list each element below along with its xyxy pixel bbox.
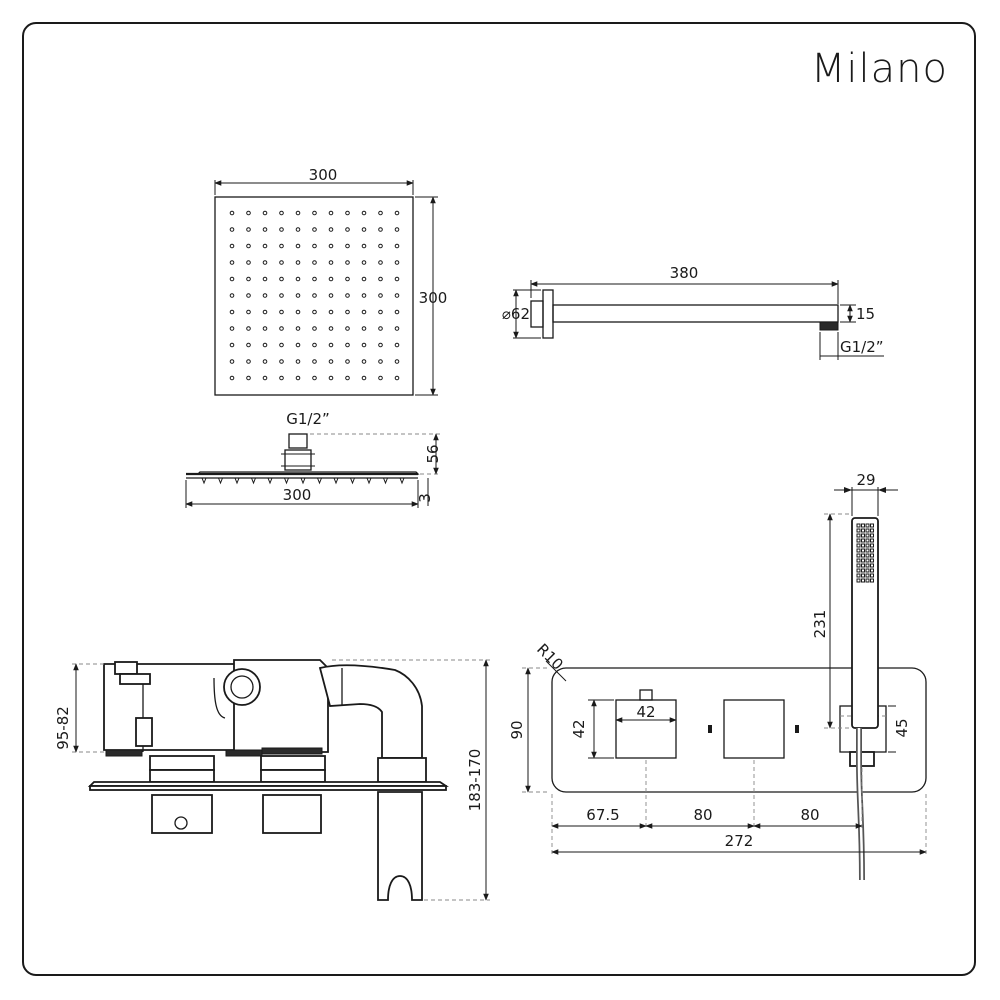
knob-height-label: 42 — [570, 719, 588, 738]
arm-length-label: 380 — [670, 264, 699, 282]
drawing-frame — [22, 22, 976, 976]
total-width-label: 272 — [725, 832, 754, 850]
head-thickness-label: 3 — [416, 493, 434, 503]
head-height-label: 300 — [419, 289, 448, 307]
shower-head-top-view: 300 300 — [214, 166, 448, 396]
head-width-label: 300 — [309, 166, 338, 184]
arm-thread-label: G1/2” — [840, 338, 884, 356]
nozzle-grid — [229, 210, 400, 381]
brand-logo: Milano — [811, 46, 948, 92]
shower-head-side-view: G1/2” 56 3 300 — [185, 410, 442, 508]
head-side-width-label: 300 — [283, 486, 312, 504]
valve-height-label: 183-170 — [466, 749, 484, 812]
outlet-size-label: 45 — [893, 718, 911, 737]
spacing-1-label: 80 — [693, 806, 712, 824]
arm-tube-label: 15 — [856, 305, 875, 323]
shower-arm: 380 ⌀62 15 G1/2” — [502, 264, 884, 360]
handset-width-label: 29 — [856, 471, 875, 489]
knob-width-label: 42 — [636, 703, 655, 721]
valve-depth-label: 95-82 — [54, 706, 72, 750]
head-height-56: 56 — [424, 444, 442, 463]
valve-front-view: R10 90 42 42 45 29 — [508, 471, 927, 881]
handset-length-label: 231 — [811, 610, 829, 639]
valve-side-view: 95-82 183-170 — [54, 659, 490, 901]
spacing-2-label: 80 — [800, 806, 819, 824]
flange-diameter-label: ⌀62 — [502, 305, 530, 323]
plate-height-label: 90 — [508, 720, 526, 739]
offset-label: 67.5 — [586, 806, 619, 824]
head-thread-label: G1/2” — [286, 410, 330, 428]
